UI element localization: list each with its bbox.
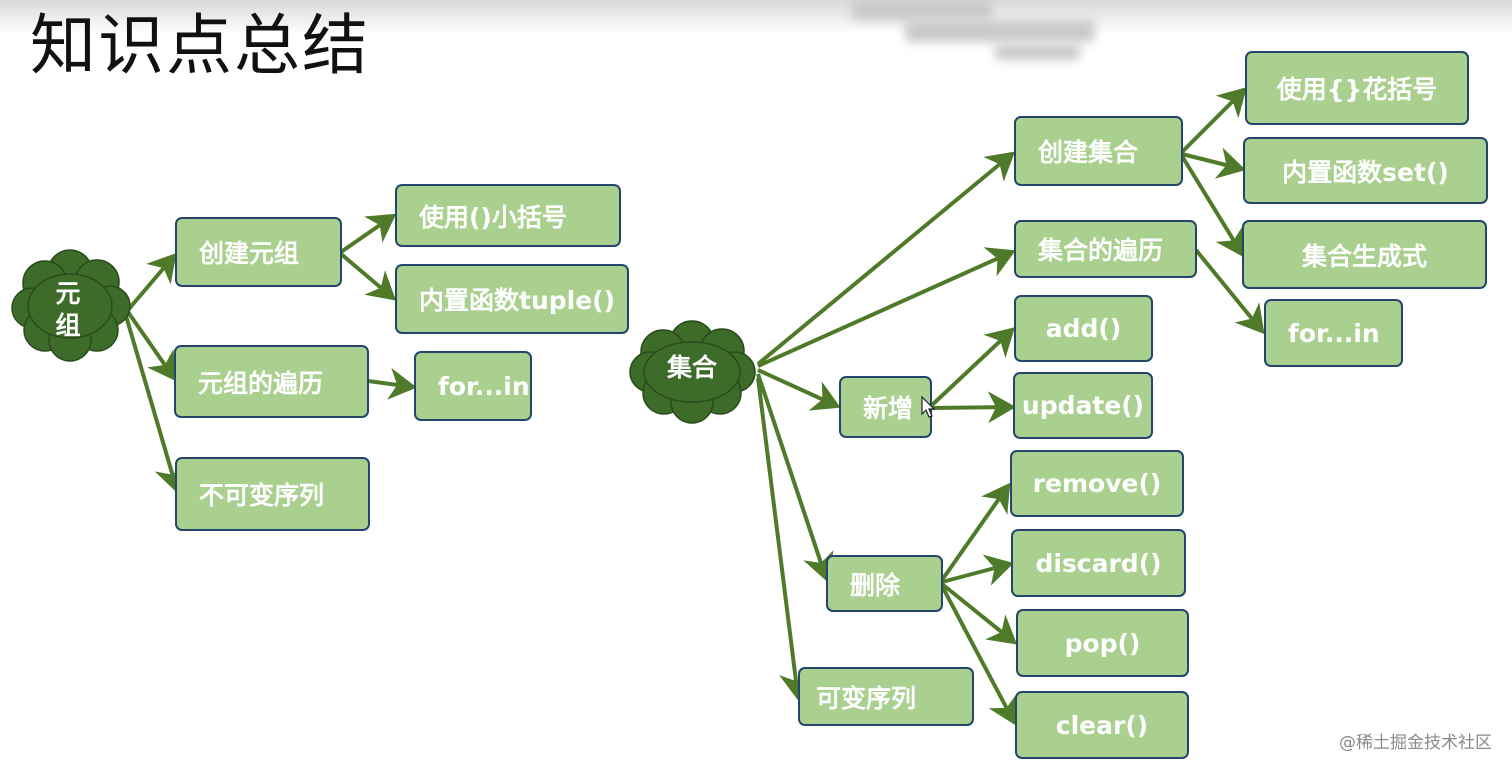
arrow [339, 213, 397, 254]
tuple-cloud-shape [11, 249, 131, 362]
arrow [1194, 248, 1265, 335]
tuple-create-paren-node: 使用()小括号 [395, 184, 621, 247]
arrow [940, 582, 1018, 645]
slide-title: 知识点总结 [30, 7, 370, 84]
set-update-method-node: update() [1013, 372, 1153, 439]
tuple-create-node: 创建元组 [175, 217, 342, 287]
blurred-overlay [905, 20, 1095, 42]
arrow [930, 327, 1015, 407]
set-create-builtin-node: 内置函数set() [1243, 137, 1488, 204]
set-root-node: 集合 [666, 353, 717, 382]
set-remove-method-node: remove() [1010, 450, 1184, 517]
set-create-comprehension-node: 集合生成式 [1242, 220, 1487, 289]
set-mutable-node: 可变序列 [798, 667, 974, 726]
arrow [940, 585, 1017, 726]
arrow [756, 377, 811, 701]
set-traverse-node: 集合的遍历 [1014, 220, 1197, 278]
tuple-traverse-node: 元组的遍历 [174, 345, 369, 418]
tuple-root-node: 元 组 [48, 278, 88, 342]
mouse-cursor-icon [921, 396, 935, 418]
set-create-node: 创建集合 [1014, 116, 1183, 186]
arrow [756, 151, 1016, 366]
set-traverse-for-node: for...in [1264, 299, 1403, 367]
arrow [126, 252, 177, 312]
arrow [757, 368, 841, 411]
tuple-root-label-line2: 组 [55, 311, 81, 340]
tuple-traverse-for-node: for...in [414, 351, 532, 421]
arrow [757, 247, 1016, 368]
arrow [940, 482, 1011, 582]
blurred-overlay [995, 44, 1080, 60]
set-pop-method-node: pop() [1016, 609, 1189, 677]
arrow [124, 315, 186, 494]
set-clear-method-node: clear() [1015, 691, 1189, 759]
arrow [1180, 154, 1245, 258]
tuple-root-label-line1: 元 [55, 279, 81, 308]
arrow [756, 373, 834, 582]
arrow [339, 252, 397, 301]
set-delete-node: 删除 [826, 555, 943, 612]
arrow [126, 310, 177, 382]
set-discard-method-node: discard() [1011, 529, 1186, 597]
tuple-immutable-node: 不可变序列 [175, 457, 370, 531]
set-cloud-shape [629, 320, 756, 424]
tuple-create-builtin-node: 内置函数tuple() [395, 264, 629, 334]
arrow [931, 391, 1016, 424]
blurred-overlay [852, 0, 992, 20]
watermark: @稀土掘金技术社区 [1339, 733, 1492, 753]
set-add-node: 新增 [839, 376, 932, 438]
arrow [1180, 87, 1247, 154]
set-add-method-node: add() [1014, 295, 1153, 362]
arrow [1181, 147, 1246, 179]
arrow [941, 554, 1014, 586]
set-create-brace-node: 使用{}花括号 [1245, 51, 1469, 125]
slide-top-band [0, 0, 1512, 34]
arrow [367, 367, 417, 400]
